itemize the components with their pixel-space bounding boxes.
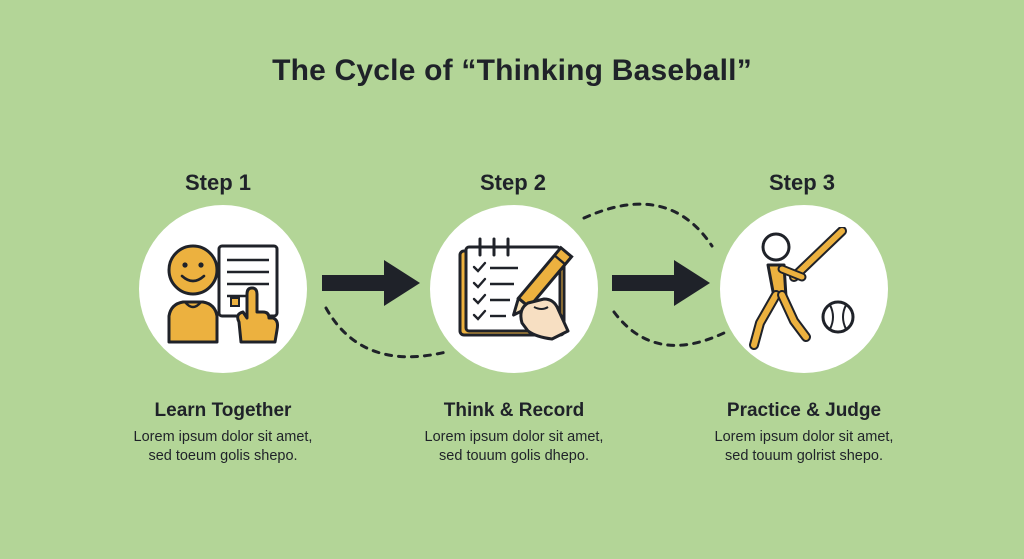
step-1-circle	[139, 205, 307, 373]
dashed-arc-step3-lower	[612, 310, 732, 347]
smiling-person-with-board-icon	[167, 244, 279, 344]
step-1-description-line-2: sed toeum golis shepo.	[148, 448, 298, 464]
right-arrow-icon	[322, 260, 420, 306]
notebook-with-pencil-icon	[458, 237, 574, 341]
batter-with-baseball-icon	[749, 227, 855, 350]
step-3-label: Step 3	[768, 170, 836, 195]
step-3-description-line-1: Lorem ipsum dolor sit amet,	[714, 429, 894, 445]
page-title: The Cycle of “Thinking Baseball”	[272, 54, 752, 87]
step-1-label: Step 1	[184, 170, 252, 195]
step-2-circle	[430, 205, 598, 373]
dashed-arc-step2-to-step3	[582, 202, 714, 248]
dashed-arc-step1-to-step2	[324, 306, 448, 359]
step-3-description-line-2: sed touum golrist shepo.	[725, 448, 883, 464]
step-1-description-line-1: Lorem ipsum dolor sit amet,	[133, 429, 313, 445]
step-2-heading: Think & Record	[443, 400, 585, 421]
step-2-description-line-1: Lorem ipsum dolor sit amet,	[424, 429, 604, 445]
step-2-description-line-2: sed touum golis dhepo.	[439, 448, 589, 464]
step-2-label: Step 2	[479, 170, 547, 195]
step-1-heading: Learn Together	[154, 400, 292, 421]
right-arrow-icon	[612, 260, 710, 306]
step-3-heading: Practice & Judge	[726, 400, 882, 421]
step-3-circle	[720, 205, 888, 373]
